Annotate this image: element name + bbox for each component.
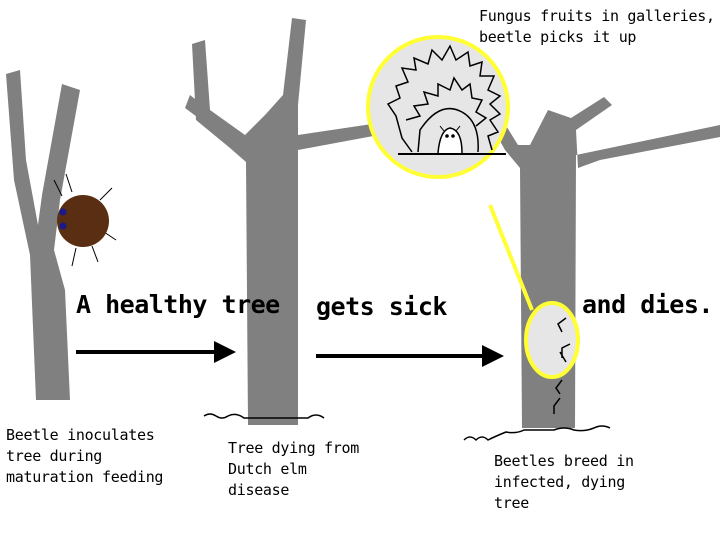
caption-line: Dutch elm xyxy=(228,459,359,480)
tree-2-trunk xyxy=(192,18,395,425)
headline-gets-sick: gets sick xyxy=(316,292,447,321)
caption-line: Beetles breed in xyxy=(494,451,634,472)
caption-line: tree xyxy=(494,493,634,514)
arrow-1 xyxy=(76,341,236,363)
arrow-head-icon xyxy=(482,345,504,367)
caption-line: disease xyxy=(228,480,359,501)
tree-3 xyxy=(464,97,720,440)
caption-line: beetle picks it up xyxy=(479,27,715,48)
tree-3-ground xyxy=(464,426,610,440)
caption-line: Beetle inoculates xyxy=(6,425,163,446)
callout-small-circle xyxy=(526,303,578,377)
arrow-2 xyxy=(316,345,504,367)
headline-and-dies: and dies. xyxy=(582,290,713,319)
arrow-head-icon xyxy=(214,341,236,363)
tree-3-trunk xyxy=(480,97,720,428)
headline-healthy-tree: A healthy tree xyxy=(76,290,280,319)
callout-large-circle xyxy=(368,37,508,177)
tree-2 xyxy=(185,18,395,425)
caption-line: infected, dying xyxy=(494,472,634,493)
caption-beetles-breed: Beetles breed in infected, dying tree xyxy=(494,451,634,514)
beetle-eye-icon xyxy=(60,209,67,216)
beetle xyxy=(54,174,116,266)
caption-line: Fungus fruits in galleries, xyxy=(479,6,715,27)
caption-tree-dying: Tree dying from Dutch elm disease xyxy=(228,438,359,501)
caption-line: maturation feeding xyxy=(6,467,163,488)
caption-line: tree during xyxy=(6,446,163,467)
caption-fungus-fruits: Fungus fruits in galleries, beetle picks… xyxy=(479,6,715,48)
caption-line: Tree dying from xyxy=(228,438,359,459)
beetle-body xyxy=(57,195,109,247)
caption-beetle-inoculates: Beetle inoculates tree during maturation… xyxy=(6,425,163,488)
